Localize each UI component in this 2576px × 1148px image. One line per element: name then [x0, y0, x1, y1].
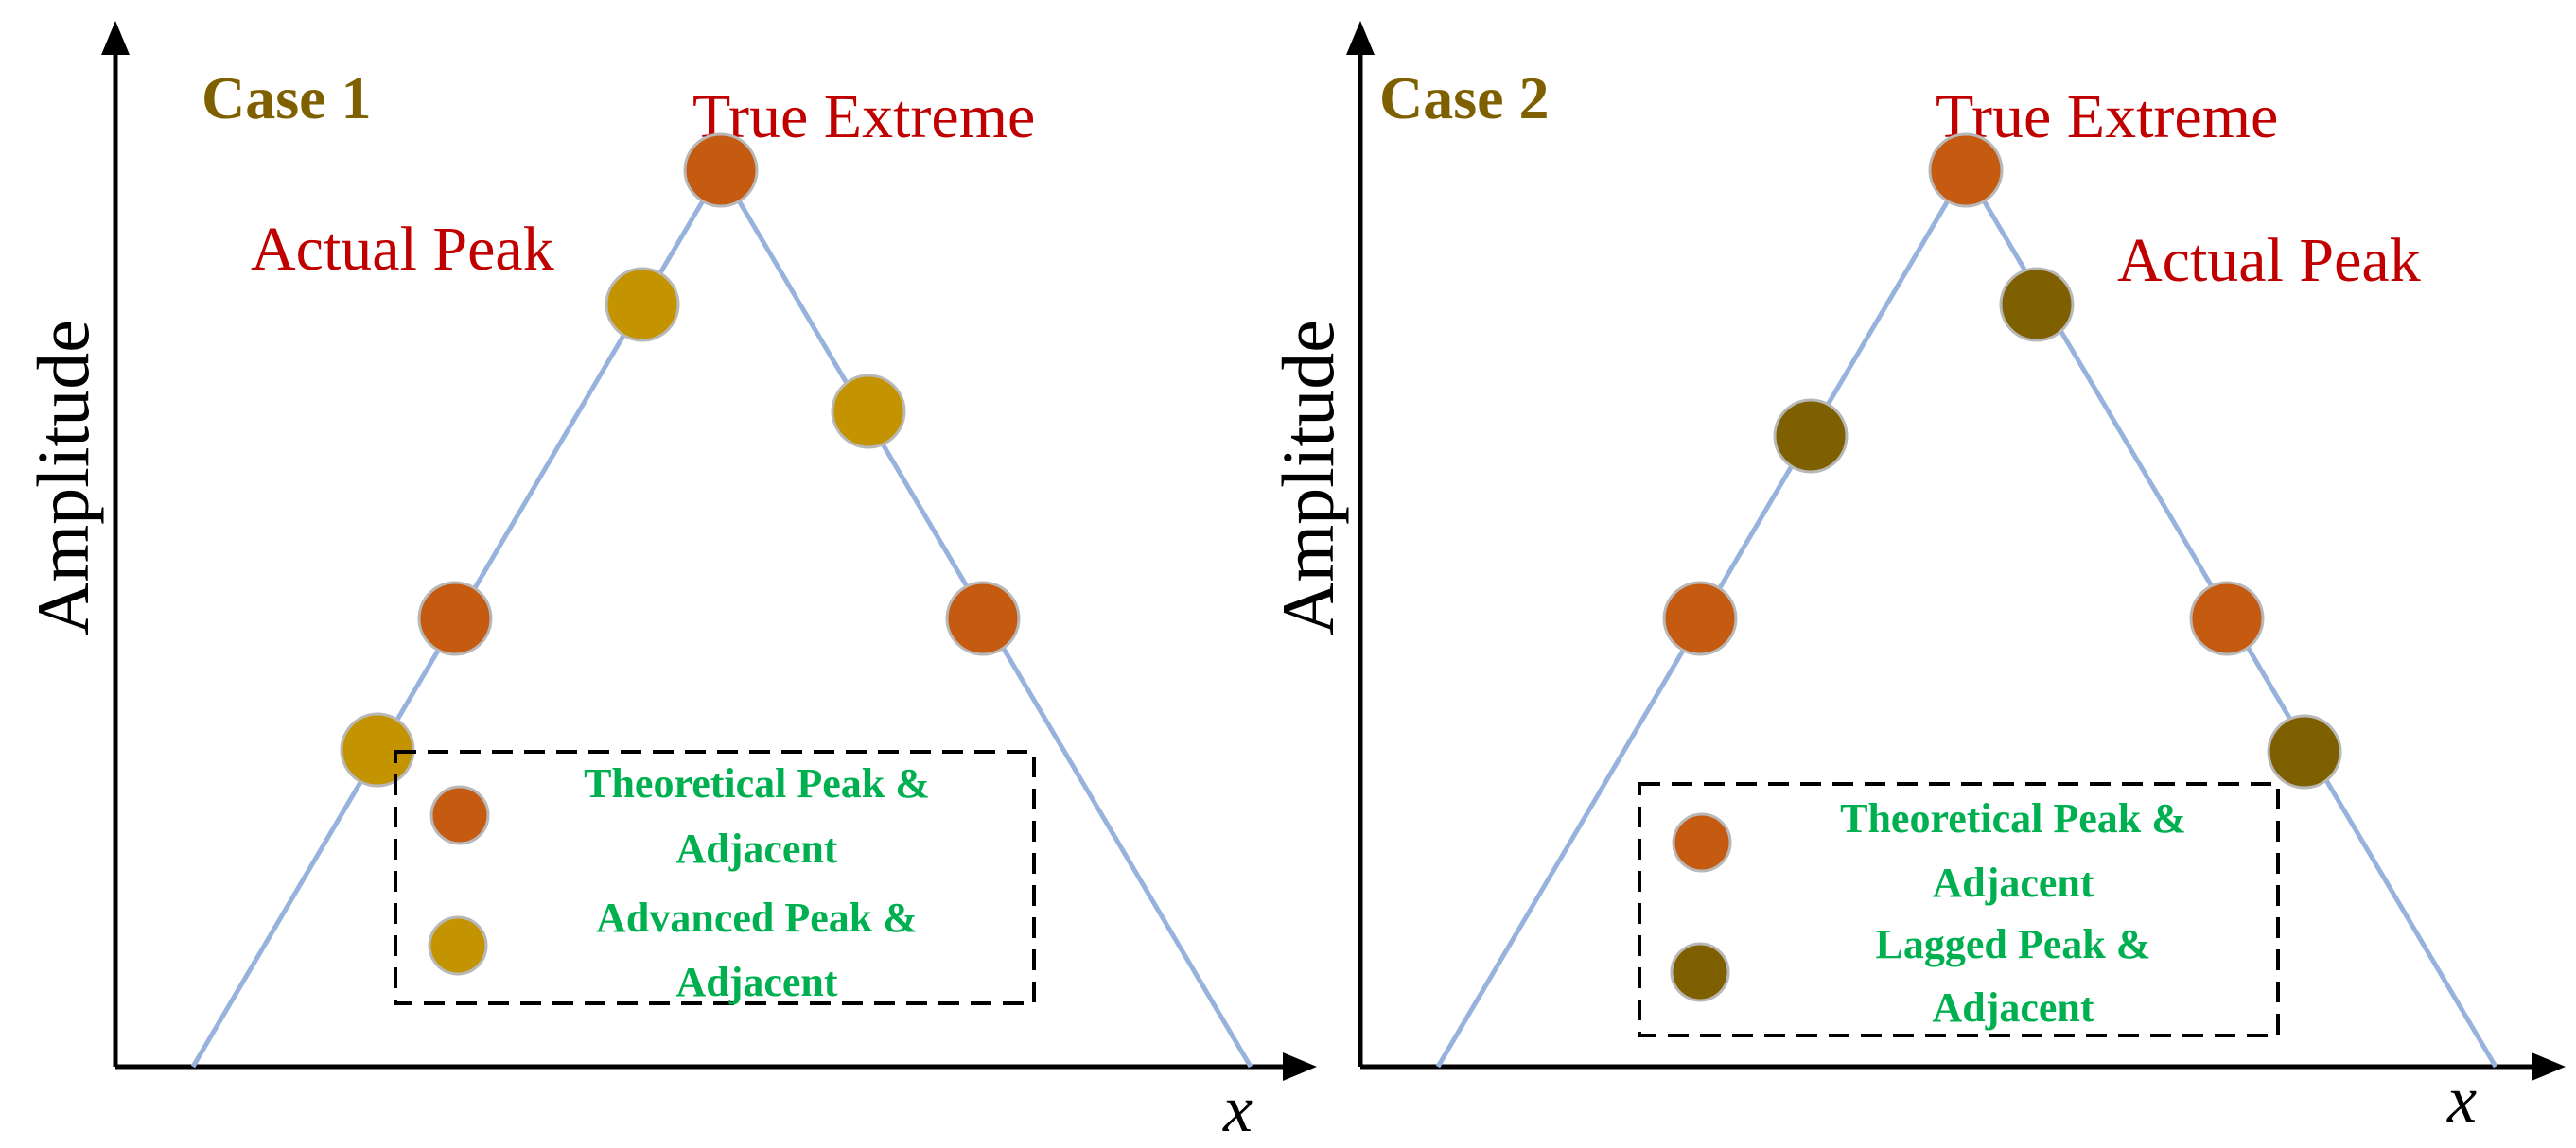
y-axis-label: Amplitude — [1267, 320, 1349, 635]
advanced-peak-marker — [605, 267, 680, 342]
actual-peak-label: Actual Peak — [2117, 226, 2421, 295]
legend-theoretical-line1: Theoretical Peak & — [1840, 795, 2186, 842]
true-extreme-label: True Extreme — [692, 82, 1035, 151]
theoretical-adjacent-marker-right — [2189, 581, 2265, 656]
legend-theoretical-line2: Adjacent — [1932, 860, 2094, 906]
lagged-adjacent-marker-right — [2267, 714, 2342, 790]
axes-case-1 — [101, 21, 1317, 1081]
legend-advanced-line2: Adjacent — [675, 959, 837, 1005]
legend-case-1: Theoretical Peak & Adjacent Advanced Pea… — [394, 750, 1036, 1005]
lagged-peak-marker — [1999, 267, 2075, 342]
legend-lagged-line1: Lagged Peak & — [1876, 921, 2151, 967]
theoretical-adjacent-marker-left — [1662, 581, 1738, 656]
theoretical-adjacent-marker-left — [417, 581, 493, 656]
lagged-adjacent-marker-left — [1773, 398, 1849, 474]
theoretical-adjacent-marker-right — [945, 581, 1021, 656]
case-label: Case 2 — [1379, 64, 1550, 131]
legend-box — [394, 750, 1036, 1005]
legend-lagged-line2: Adjacent — [1932, 984, 2094, 1031]
x-axis-arrow — [2532, 1052, 2566, 1081]
panel-case-2: Case 2 True Extreme Actual Peak Amplitud… — [1267, 21, 2566, 1137]
legend-theoretical-marker — [1672, 812, 1732, 873]
actual-peak-label: Actual Peak — [251, 215, 554, 284]
legend-advanced-line1: Advanced Peak & — [596, 895, 918, 941]
theoretical-peak-marker — [683, 132, 759, 208]
theoretical-peak-marker — [1928, 132, 2004, 208]
legend-advanced-marker — [428, 915, 488, 976]
y-axis-label: Amplitude — [22, 320, 104, 635]
legend-lagged-marker — [1670, 942, 1730, 1002]
legend-theoretical-marker — [429, 785, 490, 845]
legend-theoretical-line1: Theoretical Peak & — [584, 760, 930, 807]
x-axis-label: x — [1222, 1073, 1253, 1146]
y-axis-arrow — [1346, 21, 1375, 55]
advanced-adjacent-marker-right — [831, 374, 906, 449]
true-extreme-label: True Extreme — [1936, 82, 2278, 151]
axes-case-2 — [1346, 21, 2566, 1081]
legend-theoretical-line2: Adjacent — [675, 826, 837, 872]
x-axis-arrow — [1283, 1052, 1317, 1081]
y-axis-arrow — [101, 21, 130, 55]
panel-case-1: Case 1 True Extreme Actual Peak Amplitud… — [22, 21, 1317, 1146]
x-axis-label: x — [2446, 1064, 2477, 1137]
case-label: Case 1 — [202, 64, 372, 131]
legend-case-2: Theoretical Peak & Adjacent Lagged Peak … — [1638, 782, 2280, 1037]
legend-box — [1638, 782, 2280, 1037]
